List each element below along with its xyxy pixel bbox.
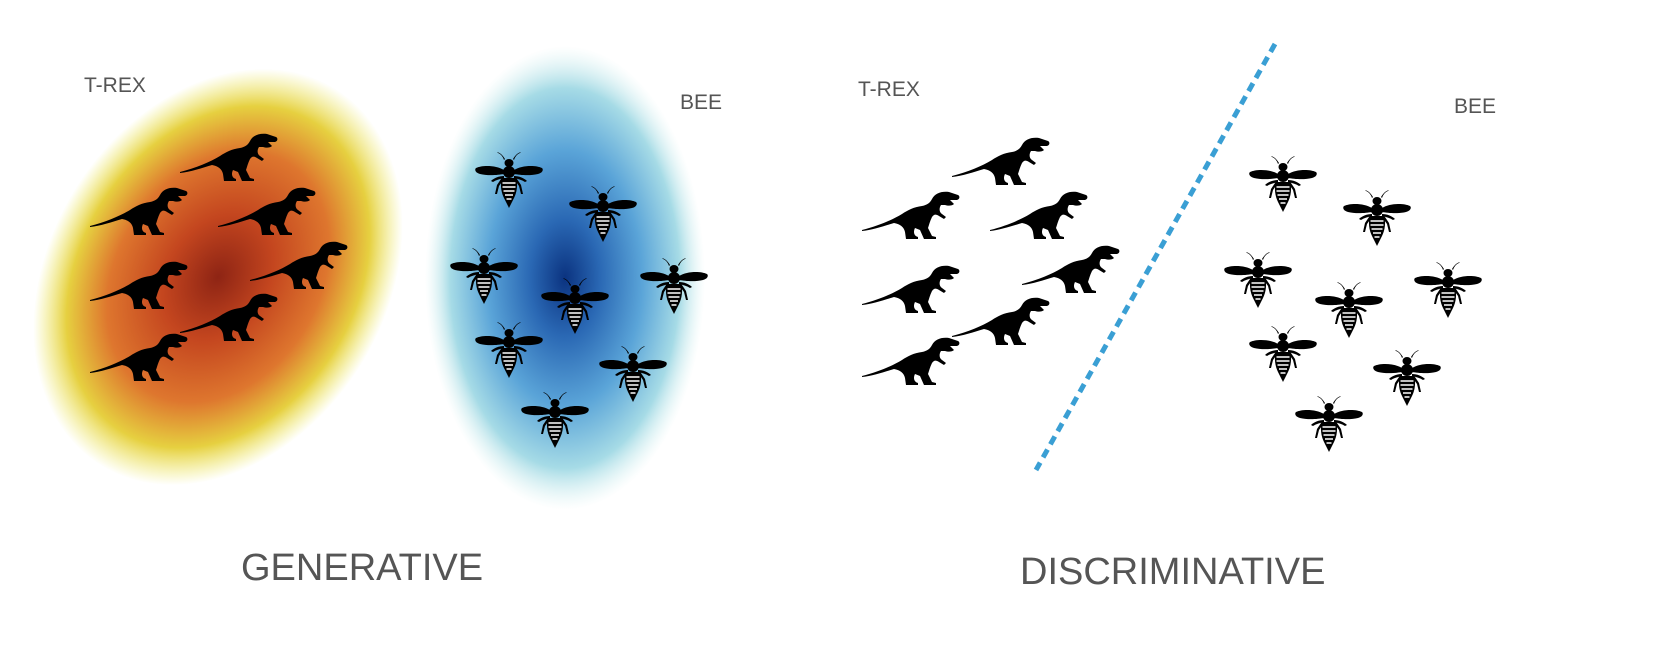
bee-icon — [1314, 282, 1384, 338]
bee-group — [1223, 156, 1483, 452]
discriminative-panel — [862, 42, 1483, 472]
discriminative-bee-label: BEE — [1454, 95, 1497, 118]
discriminative-caption: DISCRIMINATIVE — [1020, 551, 1326, 593]
trex-icon — [952, 297, 1050, 345]
generative-panel — [33, 46, 709, 510]
bee-icon — [1248, 156, 1318, 212]
decision-boundary — [1033, 42, 1278, 472]
bee-icon — [1413, 262, 1483, 318]
trex-density-cluster — [33, 68, 403, 486]
bee-icon — [1248, 326, 1318, 382]
trex-icon — [952, 137, 1050, 185]
bee-icon — [1294, 396, 1364, 452]
bee-icon — [1372, 350, 1442, 406]
generative-trex-label: T-REX — [84, 74, 146, 97]
bee-icon — [1223, 252, 1293, 308]
generative-bee-label: BEE — [680, 91, 723, 114]
generative-caption: GENERATIVE — [241, 547, 484, 589]
trex-icon — [990, 191, 1088, 239]
trex-group — [862, 137, 1120, 385]
trex-icon — [1022, 245, 1120, 293]
bee-icon — [1342, 190, 1412, 246]
trex-icon — [862, 337, 960, 385]
trex-icon — [862, 265, 960, 313]
discriminative-trex-label: T-REX — [858, 78, 920, 101]
trex-icon — [862, 191, 960, 239]
